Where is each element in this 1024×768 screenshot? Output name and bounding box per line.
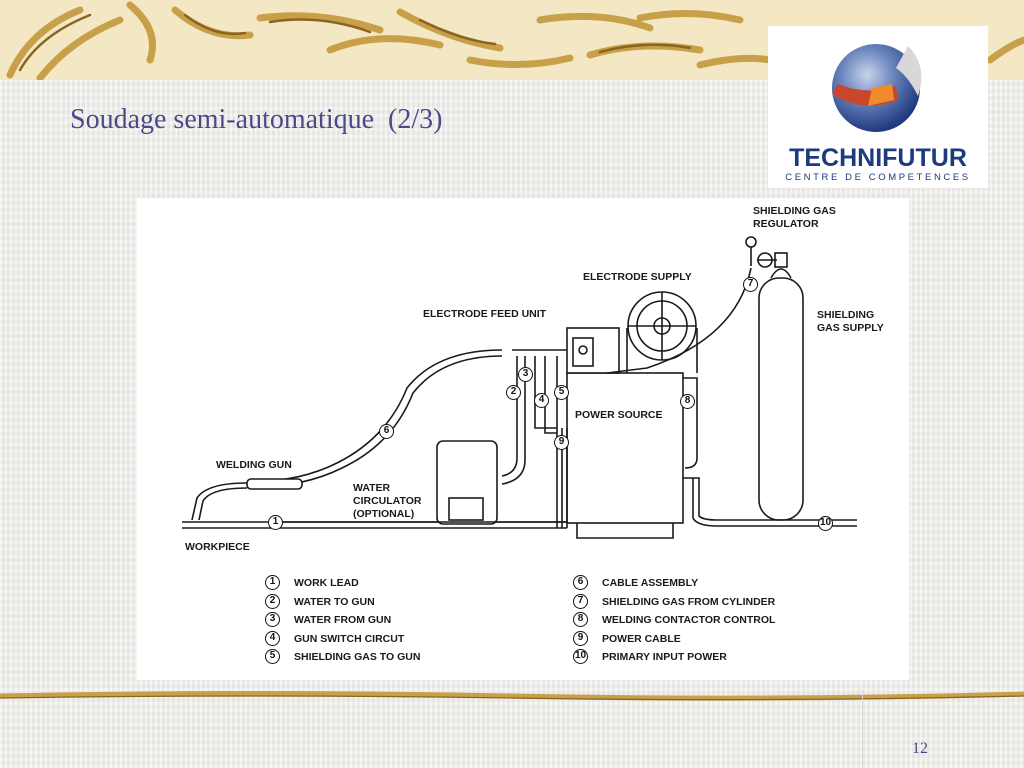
callout-7: 7 [743,277,758,292]
legend-num-2: 2 [265,594,280,609]
legend-text-8: WELDING CONTACTOR CONTROL [602,614,776,626]
callout-8: 8 [680,394,695,409]
legend-num-6: 6 [573,575,588,590]
welding-setup-drawing [182,236,857,539]
label-workpiece: WORKPIECE [185,541,250,553]
label-water-circulator: WATER CIRCULATOR (OPTIONAL) [353,482,422,520]
legend-num-8: 8 [573,612,588,627]
logo-name: TECHNIFUTUR [789,144,967,172]
legend-num-5: 5 [265,649,280,664]
callout-2: 2 [506,385,521,400]
label-electrode-feed-unit: ELECTRODE FEED UNIT [423,308,547,320]
legend-num-4: 4 [265,631,280,646]
legend-text-7: SHIELDING GAS FROM CYLINDER [602,596,776,608]
label-electrode-supply: ELECTRODE SUPPLY [583,271,692,283]
bottom-rule [0,691,1024,701]
label-welding-gun: WELDING GUN [216,459,292,471]
label-shielding-gas-regulator: SHIELDING GAS REGULATOR [753,205,836,230]
legend-num-3: 3 [265,612,280,627]
globe-icon [832,44,922,132]
logo: TECHNIFUTUR CENTRE DE COMPETENCES [768,26,988,188]
callout-6: 6 [379,424,394,439]
logo-subtitle: CENTRE DE COMPETENCES [785,172,971,183]
callout-1: 1 [268,515,283,530]
legend-text-5: SHIELDING GAS TO GUN [294,651,421,663]
callout-5: 5 [554,385,569,400]
legend-text-2: WATER TO GUN [294,596,375,608]
divider [862,690,863,768]
legend-num-10: 10 [573,649,588,664]
legend-num-7: 7 [573,594,588,609]
label-power-source: POWER SOURCE [575,409,663,421]
callout-3: 3 [518,367,533,382]
callout-4: 4 [534,393,549,408]
legend-text-4: GUN SWITCH CIRCUT [294,633,405,645]
legend-num-9: 9 [573,631,588,646]
legend-num-1: 1 [265,575,280,590]
legend-text-9: POWER CABLE [602,633,681,645]
legend-text-3: WATER FROM GUN [294,614,392,626]
label-shielding-gas-supply: SHIELDING GAS SUPPLY [817,309,884,334]
welding-diagram: SHIELDING GAS REGULATOR ELECTRODE SUPPLY… [137,198,909,680]
swirl-decoration [6,1,1024,80]
callout-10: 10 [818,516,833,531]
legend-text-1: WORK LEAD [294,577,359,589]
page-number: 12 [912,740,928,757]
legend-text-6: CABLE ASSEMBLY [602,577,699,589]
callout-9: 9 [554,435,569,450]
slide-title: Soudage semi-automatique (2/3) [70,104,443,135]
legend-text-10: PRIMARY INPUT POWER [602,651,727,663]
